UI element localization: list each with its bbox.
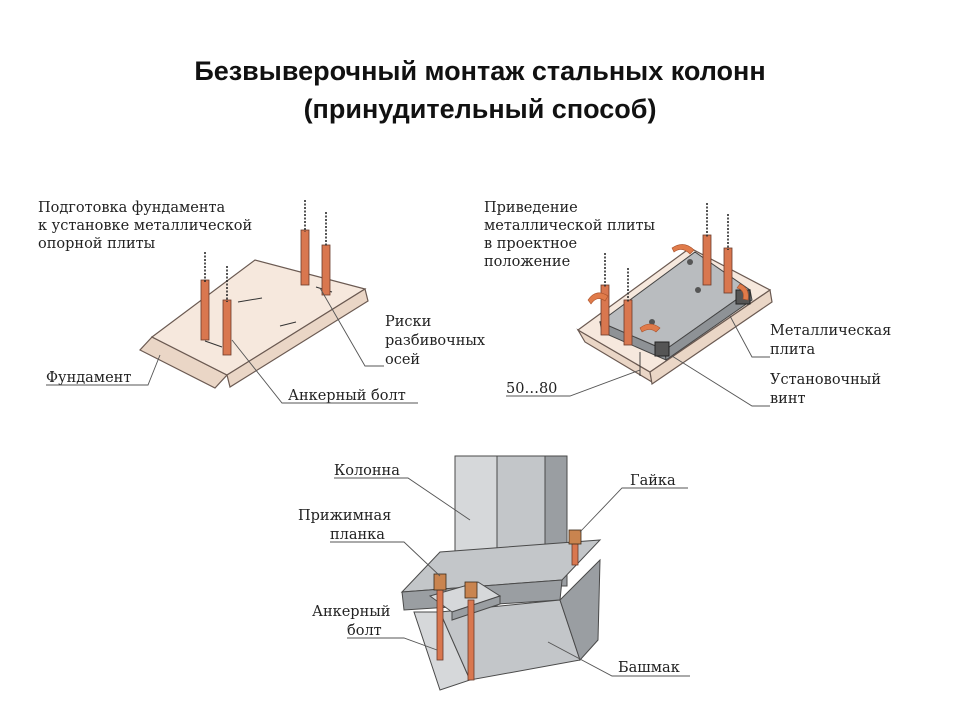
caption-plate-alignment-3: в проектное [484, 236, 577, 252]
anchor-bolt [600, 253, 610, 336]
anchor-bolt [300, 200, 310, 286]
leader-anchor-bolt-panel1 [231, 339, 418, 404]
shoe [400, 539, 602, 691]
anchor-bolt [623, 268, 633, 346]
caption-foundation-prep-3: опорной плиты [38, 236, 156, 252]
caption-plate-alignment-1: Приведение [484, 200, 578, 216]
leader-metal-plate [729, 315, 770, 358]
label-column: Колонна [334, 463, 400, 479]
nut [433, 573, 447, 591]
leader-dimension [506, 369, 641, 397]
caption-foundation-prep-1: Подготовка фундамента [38, 200, 226, 216]
label-adjusting-screw-1: Установочный [770, 372, 881, 388]
label-axis-marks-2: разбивочных [385, 333, 485, 349]
rotation-arrows [587, 244, 749, 333]
leader-nut [579, 487, 688, 533]
anchor-bolt [200, 252, 210, 341]
label-clamp-1: Прижимная [298, 508, 391, 524]
leader-foundation [46, 354, 161, 386]
anchor-bolt [467, 599, 475, 681]
leader-anchor-bolt-panel3 [347, 637, 438, 651]
label-adjusting-screw-2: винт [770, 391, 806, 407]
anchor-bolts-panel2 [600, 203, 733, 346]
anchor-bolts-panel1 [200, 200, 331, 356]
leader-clamp [330, 541, 441, 577]
label-axis-marks-3: осей [385, 352, 420, 368]
title-line-1: Безвыверочный монтаж стальных колонн [194, 56, 766, 86]
label-shoe: Башмак [618, 660, 680, 676]
caption-plate-alignment-2: металлической плиты [484, 218, 656, 234]
caption-foundation-prep-2: к установке металлической [38, 218, 252, 234]
label-anchor-2: болт [347, 623, 382, 639]
caption-plate-alignment-4: положение [484, 254, 570, 270]
anchor-bolt [222, 266, 232, 356]
label-foundation: Фундамент [46, 370, 131, 386]
leader-axis-marks [319, 287, 384, 367]
anchor-bolt [436, 589, 444, 661]
label-nut: Гайка [630, 473, 676, 489]
label-axis-marks-1: Риски [385, 314, 431, 330]
foundation-block [139, 259, 369, 389]
panel-column-shoe: Колонна Гайка Прижимная планка Анкерный … [298, 455, 690, 691]
label-metal-plate-1: Металлическая [770, 323, 891, 339]
label-dimension: 50…80 [506, 381, 557, 397]
anchor-bolt [321, 212, 331, 296]
label-clamp-2: планка [330, 527, 385, 543]
leader-adjusting-screw [671, 355, 770, 407]
title-line-2: (принудительный способ) [303, 94, 657, 124]
label-anchor-bolt-panel1: Анкерный болт [288, 388, 406, 404]
panel-foundation-preparation: Подготовка фундамента к установке металл… [38, 200, 485, 404]
anchor-bolt [723, 214, 733, 294]
leader-shoe [547, 641, 690, 677]
label-anchor-1: Анкерный [312, 604, 390, 620]
nut [464, 581, 478, 599]
label-metal-plate-2: плита [770, 342, 816, 358]
panel-plate-alignment: Приведение металлической плиты в проектн… [484, 200, 891, 407]
nut [568, 529, 582, 545]
leader-column [334, 477, 471, 521]
anchor-bolt [702, 203, 712, 286]
page-title: Безвыверочный монтаж стальных колонн (пр… [0, 52, 960, 128]
nuts [433, 529, 582, 599]
